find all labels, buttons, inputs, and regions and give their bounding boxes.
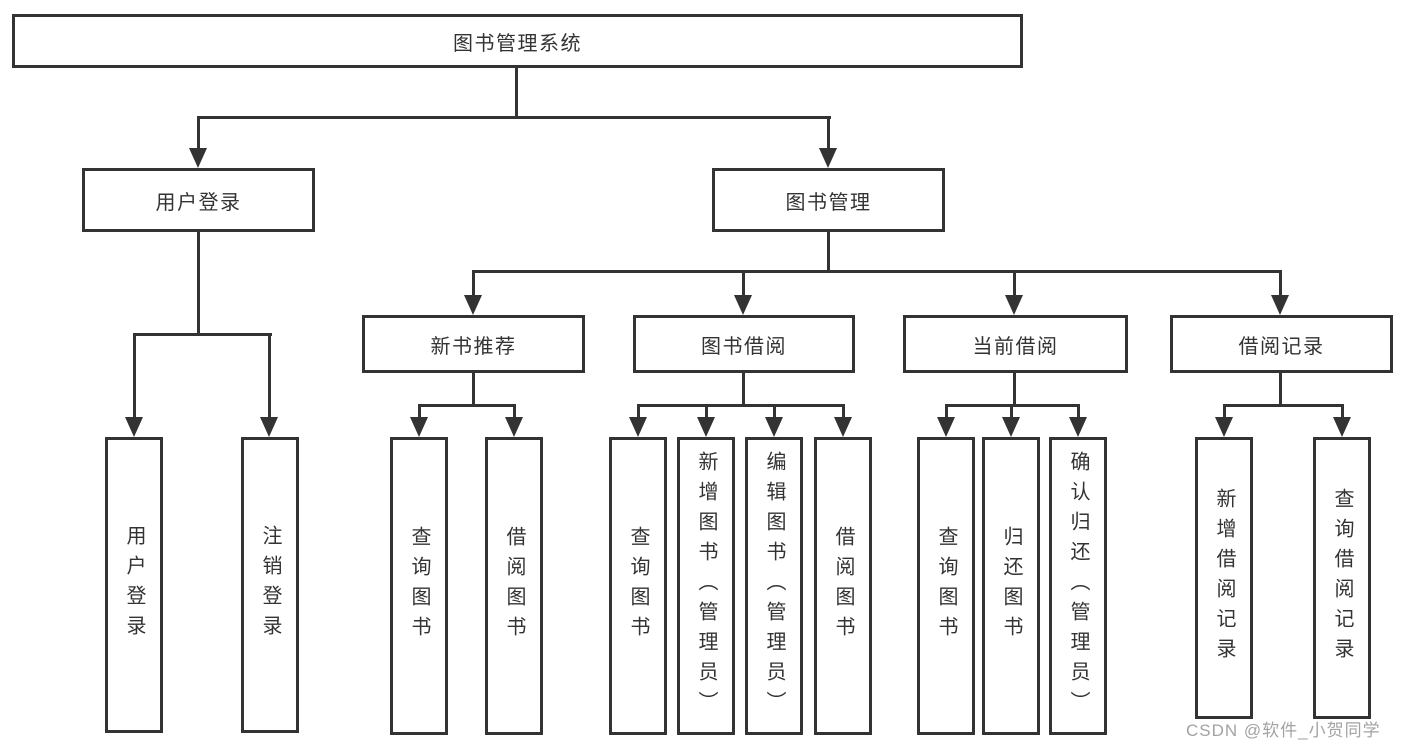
connector-line bbox=[637, 404, 640, 419]
leaf-logout-label: 注销登录 bbox=[259, 525, 281, 645]
connector-line bbox=[742, 373, 745, 406]
arrowhead-down-icon bbox=[1005, 295, 1023, 315]
arrowhead-down-icon bbox=[937, 417, 955, 437]
arrowhead-down-icon bbox=[1271, 295, 1289, 315]
leaf-newbook-borrow-books-label: 借阅图书 bbox=[503, 526, 525, 646]
arrowhead-down-icon bbox=[125, 417, 143, 437]
leaf-newbook-query-books: 查询图书 bbox=[390, 437, 448, 735]
node-book-borrow-label: 图书借阅 bbox=[701, 335, 787, 358]
connector-line bbox=[197, 116, 831, 119]
node-user-login-label: 用户登录 bbox=[155, 191, 242, 214]
leaf-user-login-label: 用户登录 bbox=[123, 525, 145, 645]
leaf-records-query-record-label: 查询借阅记录 bbox=[1331, 488, 1353, 668]
arrowhead-down-icon bbox=[697, 417, 715, 437]
leaf-borrow-query-books: 查询图书 bbox=[609, 437, 667, 735]
leaf-borrow-add-books-admin: 新增图书（管理员） bbox=[677, 437, 735, 735]
connector-line bbox=[515, 68, 518, 118]
connector-line bbox=[472, 373, 475, 406]
connector-line bbox=[1223, 404, 1343, 407]
watermark-text: CSDN @软件_小贺同学 bbox=[1186, 721, 1381, 740]
connector-line bbox=[268, 333, 271, 417]
connector-line bbox=[197, 116, 200, 150]
leaf-borrow-edit-books-admin: 编辑图书（管理员） bbox=[745, 437, 803, 735]
arrowhead-down-icon bbox=[1333, 417, 1351, 437]
node-user-login: 用户登录 bbox=[82, 168, 315, 232]
node-book-borrow: 图书借阅 bbox=[633, 315, 855, 373]
leaf-current-return-books: 归还图书 bbox=[982, 437, 1040, 735]
leaf-borrow-query-books-label: 查询图书 bbox=[627, 526, 649, 646]
leaf-current-confirm-return-admin: 确认归还（管理员） bbox=[1049, 437, 1107, 735]
connector-line bbox=[1341, 404, 1344, 419]
node-book-management: 图书管理 bbox=[712, 168, 945, 232]
leaf-current-query-books: 查询图书 bbox=[917, 437, 975, 735]
connector-line bbox=[945, 404, 948, 419]
connector-line bbox=[197, 232, 200, 335]
connector-line bbox=[1013, 373, 1016, 406]
node-book-management-label: 图书管理 bbox=[785, 191, 872, 214]
connector-line bbox=[1010, 404, 1013, 419]
arrowhead-down-icon bbox=[464, 295, 482, 315]
arrowhead-down-icon bbox=[629, 417, 647, 437]
leaf-borrow-add-books-admin-label: 新增图书（管理员） bbox=[695, 451, 717, 721]
leaf-records-query-record: 查询借阅记录 bbox=[1313, 437, 1371, 719]
arrowhead-down-icon bbox=[505, 417, 523, 437]
leaf-logout: 注销登录 bbox=[241, 437, 299, 733]
connector-line bbox=[418, 404, 516, 407]
connector-line bbox=[637, 404, 845, 407]
connector-line bbox=[418, 404, 421, 419]
node-current-borrow: 当前借阅 bbox=[903, 315, 1128, 373]
connector-line bbox=[1279, 270, 1282, 297]
leaf-borrow-borrow-books-label: 借阅图书 bbox=[832, 526, 854, 646]
connector-line bbox=[742, 270, 745, 297]
leaf-newbook-borrow-books: 借阅图书 bbox=[485, 437, 543, 735]
connector-line bbox=[133, 333, 136, 417]
leaf-borrow-edit-books-admin-label: 编辑图书（管理员） bbox=[763, 451, 785, 721]
leaf-current-confirm-return-admin-label: 确认归还（管理员） bbox=[1067, 451, 1089, 721]
arrowhead-down-icon bbox=[410, 417, 428, 437]
arrowhead-down-icon bbox=[189, 148, 207, 168]
connector-line bbox=[1013, 270, 1016, 297]
connector-line bbox=[827, 116, 830, 150]
connector-line bbox=[133, 333, 272, 336]
connector-line bbox=[472, 270, 475, 297]
node-borrow-records: 借阅记录 bbox=[1170, 315, 1393, 373]
connector-line bbox=[827, 232, 830, 272]
node-new-book-recommend: 新书推荐 bbox=[362, 315, 585, 373]
arrowhead-down-icon bbox=[1215, 417, 1233, 437]
connector-line bbox=[773, 404, 776, 419]
node-current-borrow-label: 当前借阅 bbox=[972, 335, 1059, 358]
connector-line bbox=[705, 404, 708, 419]
arrowhead-down-icon bbox=[260, 417, 278, 437]
connector-line bbox=[1077, 404, 1080, 419]
connector-line bbox=[472, 270, 1282, 273]
arrowhead-down-icon bbox=[1002, 417, 1020, 437]
connector-line bbox=[1223, 404, 1226, 419]
leaf-records-add-record-label: 新增借阅记录 bbox=[1213, 488, 1235, 668]
node-root-label: 图书管理系统 bbox=[453, 32, 582, 55]
leaf-user-login: 用户登录 bbox=[105, 437, 163, 733]
node-root: 图书管理系统 bbox=[12, 14, 1023, 68]
leaf-borrow-borrow-books: 借阅图书 bbox=[814, 437, 872, 735]
arrowhead-down-icon bbox=[1069, 417, 1087, 437]
leaf-current-return-books-label: 归还图书 bbox=[1000, 526, 1022, 646]
arrowhead-down-icon bbox=[819, 148, 837, 168]
connector-line bbox=[842, 404, 845, 419]
arrowhead-down-icon bbox=[734, 295, 752, 315]
leaf-newbook-query-books-label: 查询图书 bbox=[408, 526, 430, 646]
leaf-records-add-record: 新增借阅记录 bbox=[1195, 437, 1253, 719]
node-new-book-recommend-label: 新书推荐 bbox=[430, 335, 517, 358]
node-borrow-records-label: 借阅记录 bbox=[1238, 335, 1325, 358]
connector-line bbox=[513, 404, 516, 419]
leaf-current-query-books-label: 查询图书 bbox=[935, 526, 957, 646]
arrowhead-down-icon bbox=[834, 417, 852, 437]
connector-line bbox=[1279, 373, 1282, 406]
arrowhead-down-icon bbox=[765, 417, 783, 437]
